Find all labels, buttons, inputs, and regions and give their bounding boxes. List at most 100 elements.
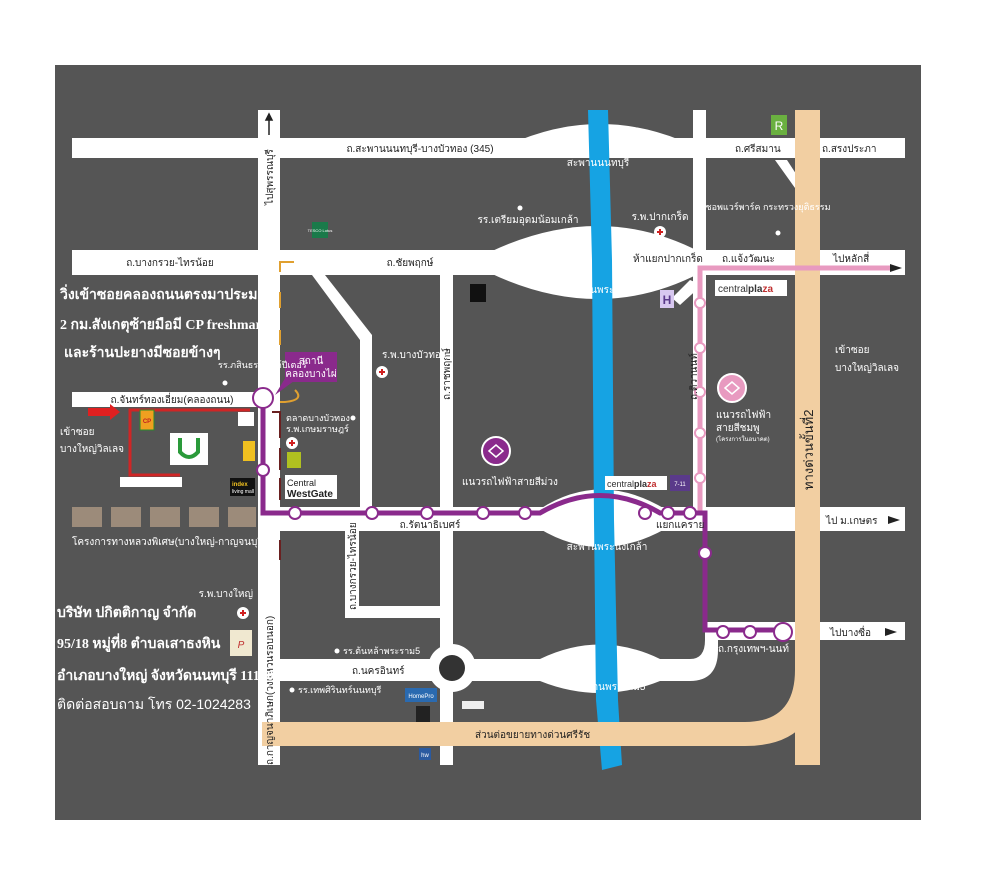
- road-label-to-kaset: ไป ม.เกษตร: [825, 515, 878, 527]
- road-chaiyaphruek: [72, 250, 905, 275]
- direction-arrows-red: [272, 411, 281, 560]
- bridge-label-rama4: สะพานพระราม4: [567, 285, 638, 296]
- place-bangbuathong-market: ตลาดบางบัวทอง: [286, 413, 350, 423]
- place-dot: [334, 648, 340, 654]
- road-label-sirirat: ส่วนต่อขยายทางด่วนศรีรัช: [475, 729, 590, 741]
- road-diagonal-h: [672, 280, 702, 305]
- hw-logo: [419, 748, 431, 760]
- company-name: บริษัท ปกิตติกาญ จำกัด: [57, 605, 196, 621]
- arrow-icon: [885, 628, 897, 636]
- direction-note-1: วิ่งเข้าซอยคลองถนนตรงมาประมาณ: [59, 284, 279, 303]
- toyota-logo: [238, 412, 254, 426]
- pink-line-label-2: สายสีชมพู: [716, 422, 760, 434]
- road-label-pakkret-junction: ห้าแยกปากเกร็ด: [633, 251, 703, 265]
- pink-stations: [694, 297, 706, 484]
- enter-soi-right-1: เข้าซอย: [835, 344, 870, 356]
- road-label-ratchaphruek: ถ.ราชพฤกษ์: [441, 348, 453, 400]
- direction-note-3: และร้านปะยางมีซอยข้างๆ: [64, 345, 221, 361]
- road-label-khae-rai: แยกแคราย: [656, 520, 704, 531]
- pakittikarn-logo: [230, 630, 252, 656]
- svg-text:Central: Central: [287, 478, 316, 488]
- company-u-logo-icon: [178, 438, 200, 459]
- homepro-text: HomePro: [408, 694, 434, 700]
- road-bangkruai-h: [345, 606, 453, 618]
- svg-text:living mall: living mall: [232, 489, 254, 495]
- expressway-2: [795, 110, 820, 765]
- place-thepsirin-school: รร.เทพศิรินทร์นนทบุรี: [298, 684, 382, 696]
- direction-note-2: 2 กม.สังเกตุซ้ายมือมี CP freshmart: [60, 317, 267, 333]
- road-chanthongiam: [72, 392, 280, 407]
- hotel-logo: [660, 290, 674, 308]
- company-address-2: อำเภอบางใหญ่ จังหวัดนนทบุรี 11140: [57, 666, 274, 684]
- station-callout: [285, 352, 337, 382]
- road-label-chanthongiam: ถ.จันทร์ทองเอี่ยม(คลองถนน): [111, 392, 234, 406]
- homepro-logo: [405, 688, 437, 702]
- company-contact: ติดต่อสอบถาม โทร 02-1024283: [57, 696, 251, 712]
- motorway-project-blocks: [72, 507, 256, 527]
- road-diagonal-w: [312, 275, 372, 507]
- small-logo: [462, 701, 484, 709]
- direction-arrows-orange: [279, 261, 300, 403]
- sirirat-straight: [262, 722, 742, 746]
- pink-line-label-1: แนวรถไฟฟ้า: [716, 409, 771, 421]
- hospital-cross: [379, 369, 385, 375]
- roundabout-center: [439, 655, 465, 681]
- svg-text:index: index: [232, 482, 248, 488]
- enter-soi-right-2: บางใหญ่วิลเลจ: [835, 362, 899, 374]
- road-label-motorway-project: โครงการทางหลวงพิเศษ(บางใหญ่-กาญจนบุรี): [72, 535, 266, 548]
- pakittikarn-logo-mark: P: [238, 640, 245, 651]
- caltex-logo-2: [287, 452, 301, 468]
- bridge-label-nonthaburi: สะพานนนทบุรี: [567, 157, 630, 169]
- arrow-icon: [890, 264, 902, 272]
- road-label-sriman: ถ.ศรีสมาน: [735, 143, 781, 155]
- place-dot: [775, 230, 781, 236]
- station-callout-line2: คลองบางไผ่: [285, 368, 337, 380]
- road-label-chaengwattana: ถ.แจ้งวัฒนะ: [722, 253, 775, 265]
- hospital-cross: [657, 229, 663, 235]
- svg-text:centralplaza: centralplaza: [607, 479, 658, 489]
- restaurant-logo: [470, 284, 486, 302]
- place-dot: [517, 205, 523, 211]
- place-dot: [350, 415, 356, 421]
- road-diagonal-ne: [775, 160, 800, 195]
- enter-soi-left-1: เข้าซอย: [60, 426, 95, 438]
- road-label-nakhon-in: ถ.นครอินทร์: [352, 665, 405, 677]
- svg-text:centralplaza: centralplaza: [718, 284, 773, 295]
- robinson-text: R: [775, 119, 784, 133]
- central-westgate-logo: Central WestGate: [285, 475, 337, 500]
- place-tonlam-school: รร.ต้นหล้าพระราม5: [343, 646, 420, 656]
- road-label-krungthep-non: ถ.กรุงเทพฯ-นนท์: [718, 643, 789, 655]
- central-plaza-logo-1: centralplaza: [715, 280, 787, 296]
- arrow-icon: [888, 516, 900, 524]
- mrt-diamond: [487, 444, 505, 458]
- hospital-cross: [240, 610, 246, 616]
- mrt-pink-logo-icon: [717, 373, 747, 403]
- bridge-label-rama5: สะพานพระราม5: [575, 682, 646, 693]
- purple-line-label: แนวรถไฟฟ้าสายสีม่วง: [462, 476, 558, 488]
- cp-freshmart-logo: [139, 409, 155, 431]
- place-kasemrad-hospital: ร.พ.เกษมราษฎร์: [286, 423, 349, 434]
- station-callout-line1: สถานี: [299, 355, 324, 367]
- place-triam-udom: รร.เตรียมอุดมน้อมเกล้า: [478, 214, 579, 226]
- cp-logo-text: CP: [143, 419, 151, 425]
- enter-soi-left-2: บางใหญ่วิลเลจ: [60, 443, 124, 455]
- index-living-mall-logo: index living mall: [230, 478, 255, 496]
- seven-eleven-logo: [670, 475, 690, 491]
- place-dot: [222, 380, 228, 386]
- north-arrow-icon: [264, 112, 274, 135]
- road-soi: [120, 477, 182, 487]
- road-label-rattanathibet: ถ.รัตนาธิเบศร์: [400, 519, 461, 531]
- place-pakkret-hospital: ร.พ.ปากเกร็ด: [632, 209, 689, 223]
- restaurant-logo-2: [416, 706, 430, 722]
- seven-eleven-text: 7-11: [674, 482, 686, 488]
- place-justice-complex: ชอพแวร์พาร์ค กระทรวงยุติธรรม: [705, 201, 830, 213]
- road-label-to-suphan: ไปสุพรรณบุรี: [264, 149, 276, 206]
- hospital-cross: [289, 440, 295, 446]
- mrt-diamond: [723, 381, 741, 395]
- place-bangbuathong-hospital: ร.พ.บางบัวทอง: [382, 350, 446, 361]
- svg-text:WestGate: WestGate: [287, 489, 333, 500]
- bridge-label-phra-nang-klao: สะพานพระนั่งเกล้า: [567, 539, 648, 553]
- road-label-tiwanon: ถ.ติวานนท์: [688, 353, 700, 400]
- road-label-kanchanaphisek: ถ.กาญจนาภิเษก(วงแหวนรอบนอก): [265, 616, 276, 765]
